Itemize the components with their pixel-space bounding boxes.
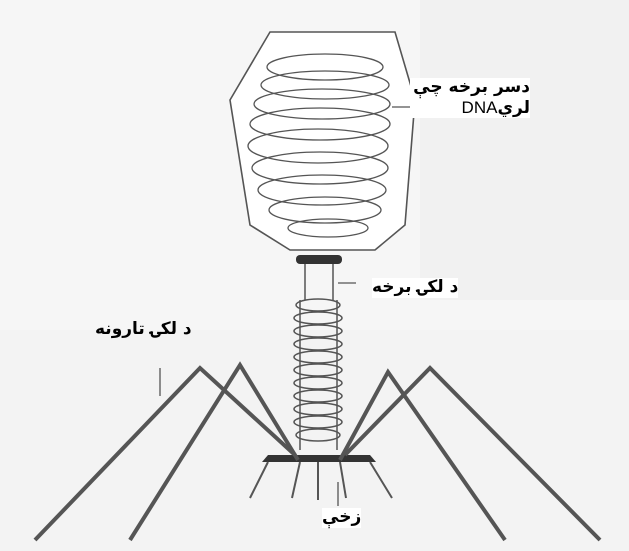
- dna-head-label-line1: دسر برخه چې: [410, 78, 530, 98]
- dna-head-label-pre: لري: [497, 98, 530, 118]
- dna-head-label: دسر برخه چې لريDNA: [410, 78, 530, 118]
- dna-head-label-dna: DNA: [462, 98, 498, 117]
- collar: [296, 255, 342, 264]
- capsid-head: [230, 32, 415, 250]
- collar-label: د لکۍ برخه: [372, 278, 458, 298]
- tail-fibers-label: د لکۍ تارونه: [95, 320, 192, 340]
- dna-head-label-line2: لريDNA: [410, 98, 530, 119]
- base-plate-label: زخې: [322, 508, 361, 528]
